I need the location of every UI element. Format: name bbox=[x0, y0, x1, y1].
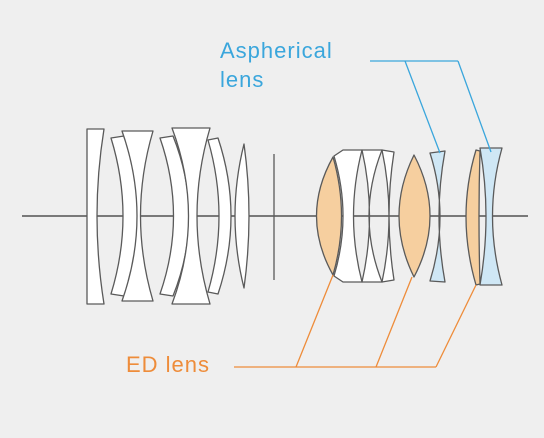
aspherical-leader-lines bbox=[370, 60, 492, 154]
lens-element-10 bbox=[381, 149, 395, 283]
aspherical-lens-element-1 bbox=[429, 150, 446, 283]
aspherical-label-line-2: lens bbox=[220, 67, 265, 92]
aspherical-lens-element-2 bbox=[479, 147, 503, 286]
aspherical-leader-to-element-2 bbox=[457, 60, 492, 153]
lens-element-1 bbox=[86, 128, 105, 305]
ed-leader-lines bbox=[234, 274, 477, 368]
aspherical-leader-to-element-1 bbox=[404, 60, 441, 154]
ed-label: ED lens bbox=[126, 352, 211, 377]
ed-lens-element-2 bbox=[398, 154, 431, 278]
ed-lens-element-3 bbox=[465, 149, 481, 286]
ed-lens-element-1 bbox=[315, 156, 343, 276]
rear-lens-group bbox=[315, 147, 503, 286]
aspherical-label-line-1: Aspherical bbox=[220, 38, 333, 63]
lens-element-3 bbox=[121, 130, 154, 302]
front-lens-group bbox=[86, 127, 250, 305]
ed-leader-to-element-3 bbox=[435, 284, 477, 368]
lens-element-6 bbox=[207, 137, 232, 295]
ed-leader-to-element-2 bbox=[375, 276, 413, 368]
ed-leader-to-element-1 bbox=[295, 274, 334, 368]
lens-element-5 bbox=[171, 127, 211, 305]
lens-element-7 bbox=[234, 143, 250, 289]
